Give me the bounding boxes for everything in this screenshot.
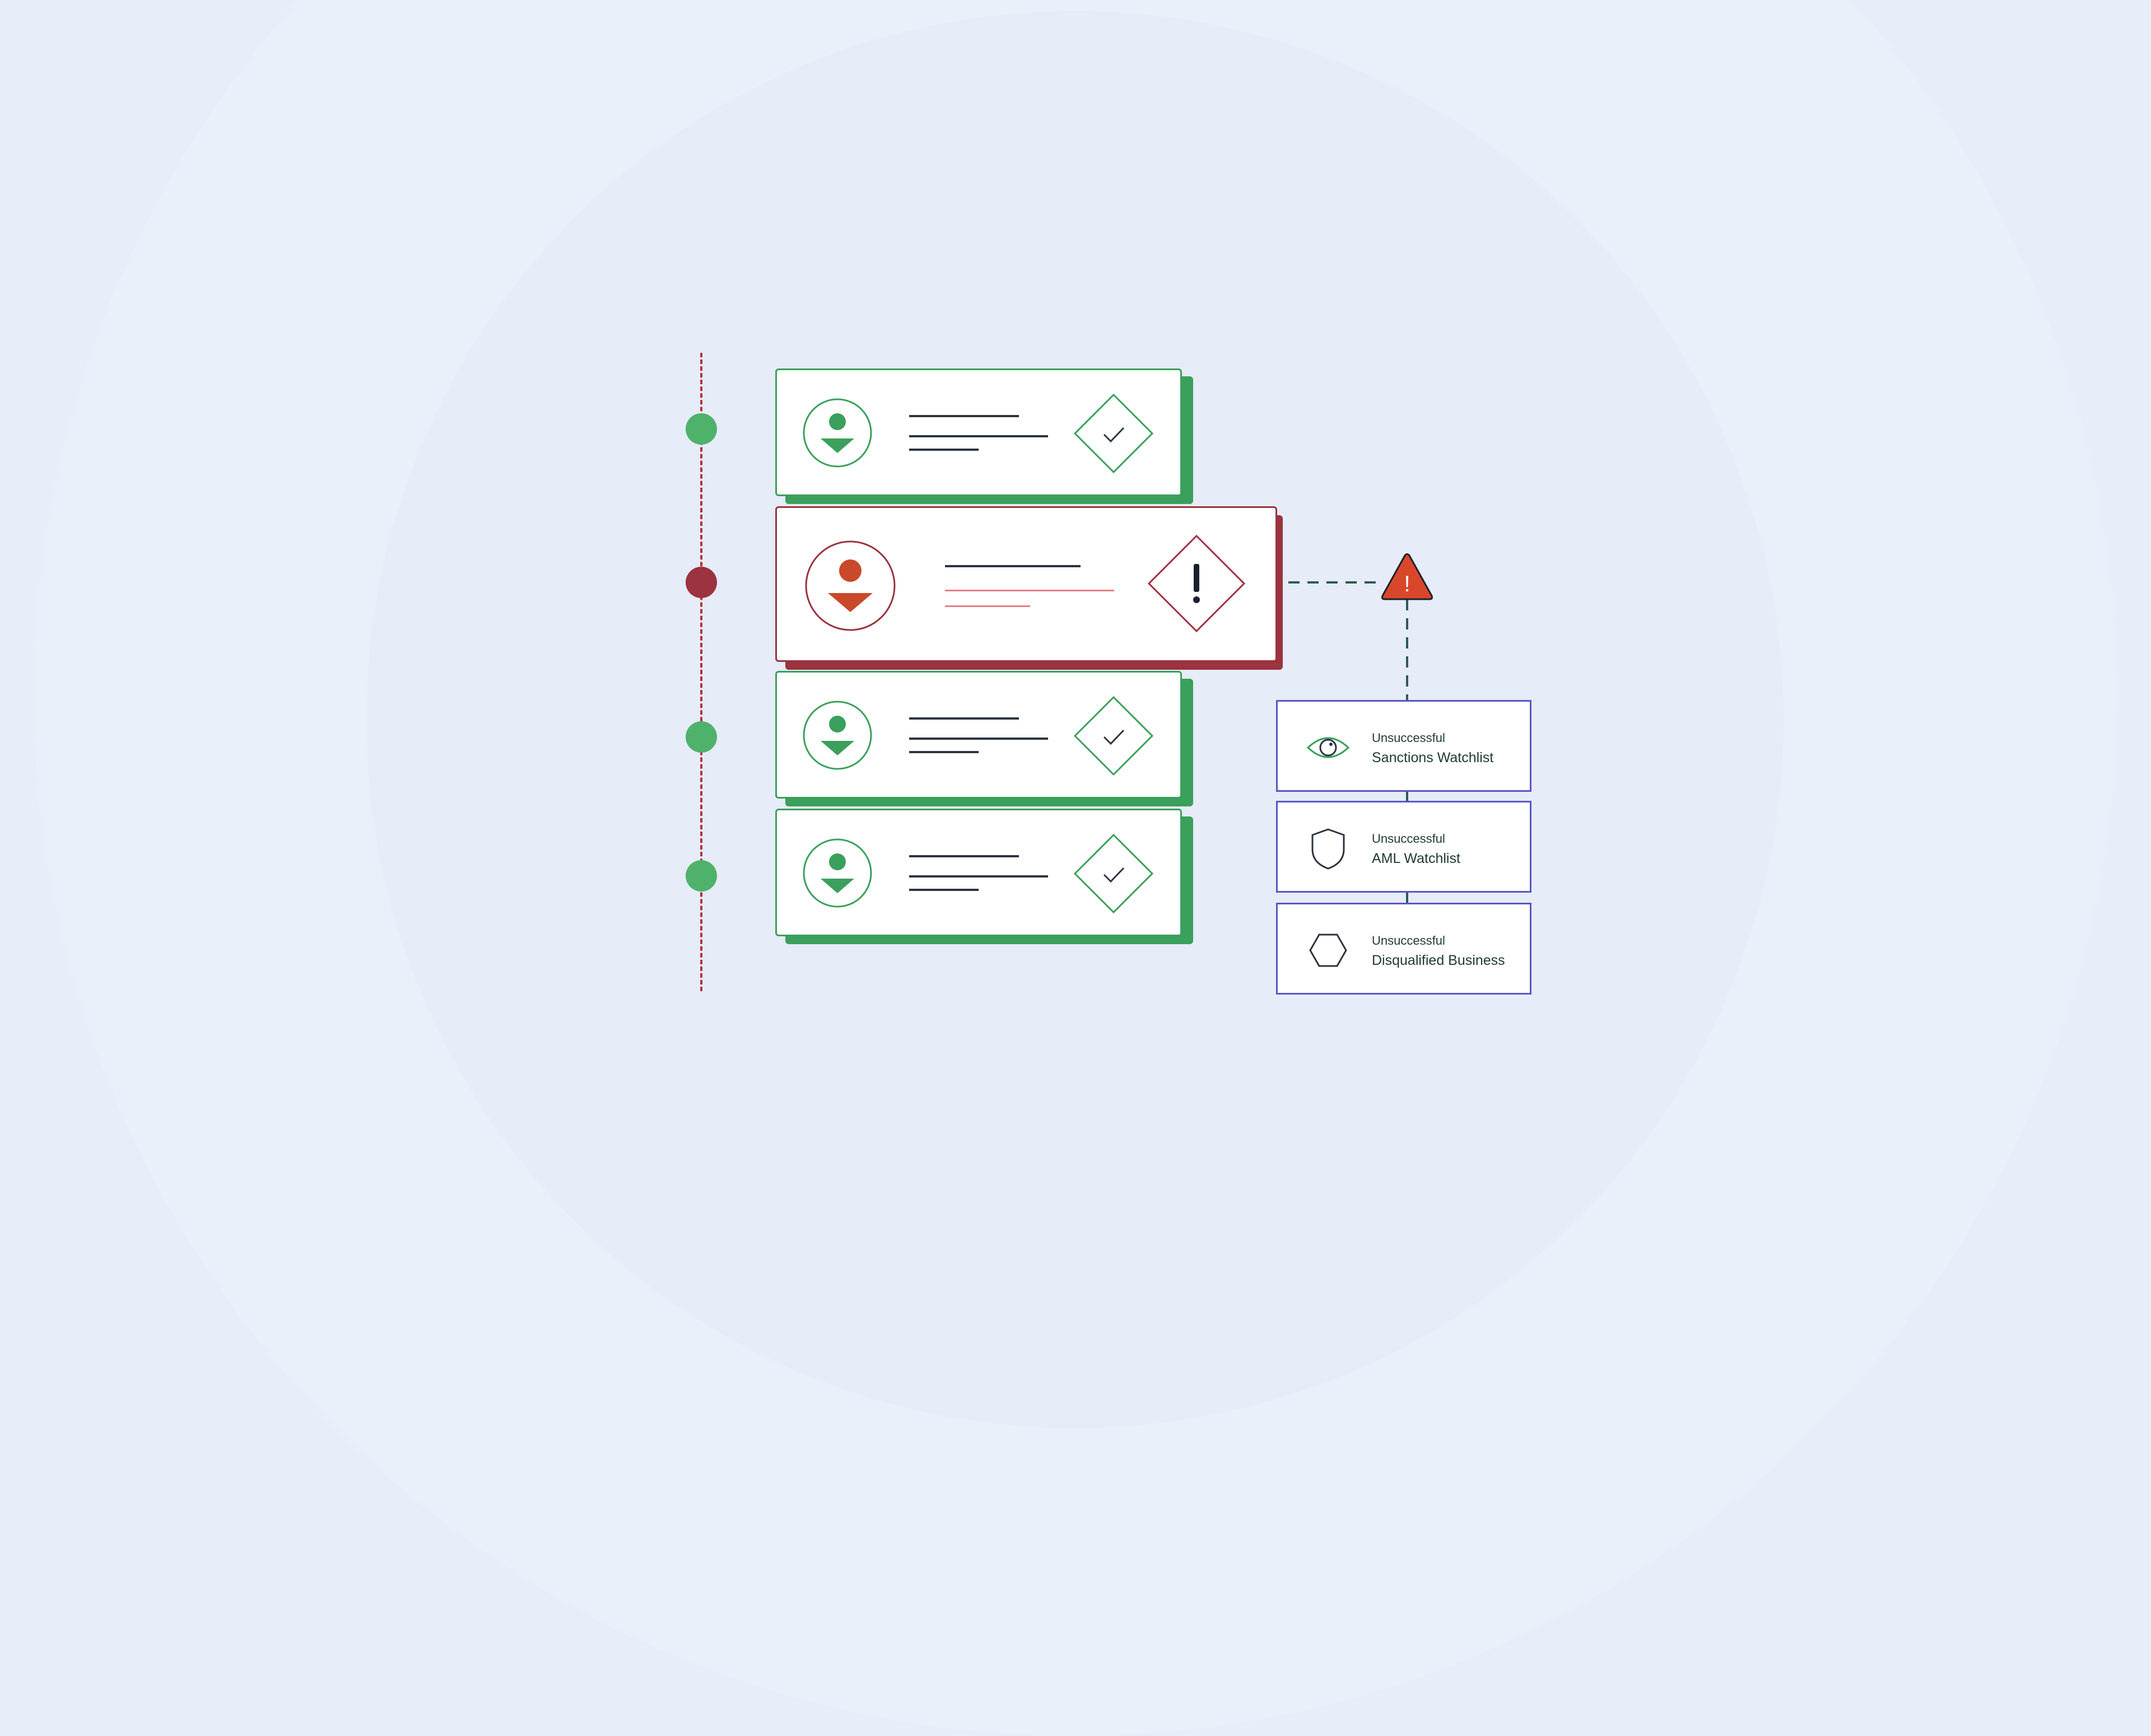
check-status: Unsuccessful — [1372, 832, 1445, 846]
check-card-disqualified: Unsuccessful Disqualified Business — [1276, 903, 1531, 995]
person-icon — [803, 838, 872, 908]
placeholder-line — [909, 751, 979, 753]
checkmark-icon — [1073, 833, 1154, 914]
checkmark-icon — [1073, 393, 1154, 474]
placeholder-line — [945, 565, 1081, 567]
exclamation-icon — [1147, 534, 1246, 633]
check-name: Disqualified Business — [1372, 953, 1505, 968]
placeholder-line — [909, 855, 1019, 857]
check-name: AML Watchlist — [1372, 851, 1460, 866]
timeline-dot-success — [686, 413, 717, 445]
warning-triangle-icon: ! — [1381, 553, 1433, 600]
placeholder-line-error — [945, 605, 1030, 607]
timeline-dot-success — [686, 860, 717, 892]
check-name: Sanctions Watchlist — [1372, 750, 1494, 766]
alert-symbol: ! — [1404, 572, 1410, 596]
connector-lines — [1288, 581, 1408, 903]
placeholder-line — [909, 717, 1019, 720]
check-card-aml: Unsuccessful AML Watchlist — [1276, 801, 1531, 893]
person-icon — [803, 398, 872, 468]
verification-card-success — [775, 368, 1182, 496]
placeholder-line — [909, 449, 979, 451]
check-status: Unsuccessful — [1372, 934, 1445, 948]
verification-card-failure — [775, 506, 1277, 662]
placeholder-line — [909, 435, 1048, 437]
placeholder-line — [909, 875, 1048, 878]
checkmark-icon — [1073, 696, 1154, 776]
verification-card-success — [775, 671, 1182, 799]
eye-icon — [1306, 737, 1350, 758]
placeholder-line — [909, 889, 979, 891]
placeholder-line — [909, 738, 1048, 740]
person-icon — [803, 701, 872, 770]
timeline-dot-failure — [686, 567, 717, 598]
check-status: Unsuccessful — [1372, 731, 1445, 745]
placeholder-line-error — [945, 590, 1114, 591]
verification-card-success — [775, 809, 1182, 936]
person-icon — [805, 540, 896, 631]
timeline-line — [700, 353, 702, 991]
timeline-dot-success — [686, 721, 717, 753]
shield-icon — [1311, 828, 1345, 870]
hexagon-icon — [1309, 934, 1347, 967]
placeholder-line — [909, 415, 1019, 417]
check-card-sanctions: Unsuccessful Sanctions Watchlist — [1276, 700, 1531, 792]
